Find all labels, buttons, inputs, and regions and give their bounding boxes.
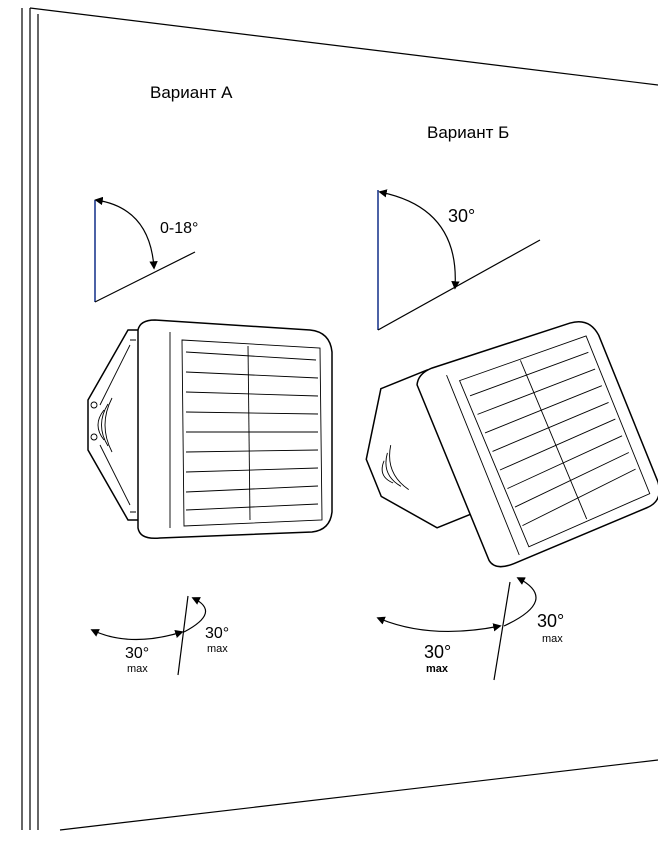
variant-a-tilt-label: 0-18° — [160, 220, 198, 237]
variant-b-tilt-label: 30° — [448, 206, 475, 226]
variant-b-swing-v-sub: max — [542, 633, 563, 645]
variant-a-swing-h-sub: max — [127, 663, 148, 675]
variant-a-title: Вариант А — [150, 83, 233, 102]
wall — [21, 7, 658, 831]
variant-a-swing: 30° max 30° max — [90, 595, 229, 676]
variant-b-swing-v-label: 30° — [537, 611, 564, 631]
variant-a-swing-v-sub: max — [207, 643, 228, 655]
variant-b-swing-h-sub: max — [426, 663, 449, 675]
variant-b-tilt-angle: 30° — [377, 189, 541, 331]
variant-b-heater — [365, 320, 658, 568]
variant-b-louvers — [469, 351, 636, 527]
variant-b-swing: 30° max 30° max — [376, 577, 564, 681]
variant-a-swing-h-label: 30° — [125, 645, 149, 662]
variant-b-title: Вариант Б — [427, 123, 509, 142]
variant-a-louvers — [185, 345, 319, 521]
variant-b-swing-h-label: 30° — [424, 642, 451, 662]
variant-a-tilt-angle: 0-18° — [94, 196, 198, 303]
variant-a-swing-v-label: 30° — [205, 625, 229, 642]
variant-a-heater — [87, 319, 333, 540]
